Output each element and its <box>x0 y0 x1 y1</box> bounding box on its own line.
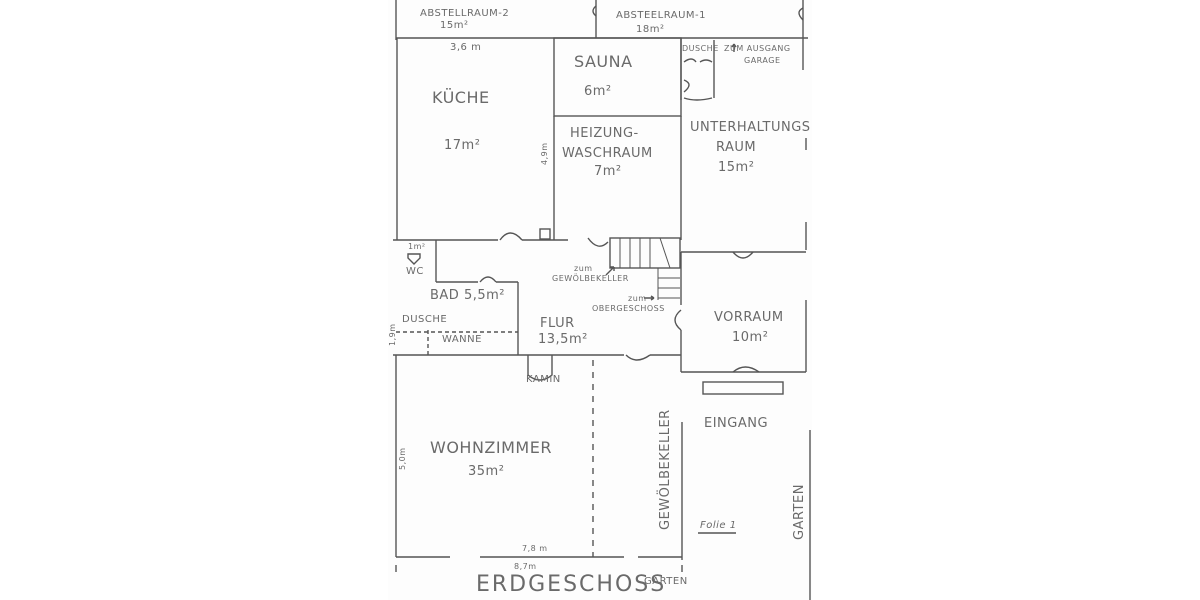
room-label-kueche: KÜCHE <box>432 88 490 107</box>
label-eingang: EINGANG <box>704 416 769 431</box>
dim-bad-height: 1,9m <box>388 323 397 346</box>
annotation-zum-keller-2: GEWÖLBEKELLER <box>552 274 629 283</box>
room-area-unterhaltung: 15m² <box>718 160 755 175</box>
label-garten-right: GARTEN <box>792 484 807 540</box>
room-label-flur: FLUR <box>540 316 575 331</box>
room-area-kueche: 17m² <box>444 138 481 153</box>
room-label-abstellraum1: ABSTEELRAUM-1 <box>616 10 706 21</box>
room-label-wanne: WANNE <box>442 334 482 345</box>
room-area-vorraum: 10m² <box>732 330 769 345</box>
room-area-flur: 13,5m² <box>538 332 588 347</box>
room-label-vorraum: VORRAUM <box>714 310 784 325</box>
dim-kueche-height: 4,9m <box>540 142 549 165</box>
room-label-wohnzimmer: WOHNZIMMER <box>430 438 552 457</box>
room-label-dusche-top: DUSCHE <box>682 44 719 53</box>
room-label-garage: GARAGE <box>744 56 781 65</box>
annotation-zum-og-2: OBERGESCHOSS <box>592 304 665 313</box>
room-label-bad: BAD 5,5m² <box>430 288 506 303</box>
dim-kueche-width: 3,6 m <box>450 42 482 53</box>
room-label-heizung: HEIZUNG- <box>570 126 639 141</box>
dim-wohn-width: 7,8 m <box>522 544 548 553</box>
room-label-abstellraum2: ABSTELLRAUM-2 <box>420 8 510 19</box>
label-garten-bottom: GARTEN <box>644 576 688 587</box>
annotation-zum-keller-1: zum <box>574 264 593 273</box>
annotation-zum-og-1: zum <box>628 294 647 303</box>
room-area-abstellraum2: 15m² <box>440 20 469 31</box>
label-kamin: KAMIN <box>526 374 561 385</box>
room-label-waschraum: WASCHRAUM <box>562 146 653 161</box>
page-title: ERDGESCHOSS <box>476 572 667 597</box>
room-label-unterhaltung: UNTERHALTUNGS <box>690 120 811 135</box>
label-gewoelbekeller: GEWÖLBEKELLER <box>658 409 673 530</box>
room-label-ausgang: ZUM AUSGANG <box>724 44 791 53</box>
room-area-abstellraum1: 18m² <box>636 24 665 35</box>
floor-plan-walls <box>393 0 811 600</box>
room-label-raum: RAUM <box>716 140 757 155</box>
room-label-wc: WC <box>406 266 424 277</box>
room-label-dusche-bad: DUSCHE <box>402 314 448 325</box>
room-label-sauna: SAUNA <box>574 52 633 71</box>
floor-plan-sheet: ABSTELLRAUM-2 15m² ABSTEELRAUM-1 18m² 3,… <box>388 0 812 600</box>
dim-wohn-height: 5,0m <box>398 447 407 470</box>
dim-total-width: 8,7m <box>514 562 537 571</box>
room-area-sauna: 6m² <box>584 84 612 99</box>
room-area-heizung: 7m² <box>594 164 622 179</box>
sheet-label: Folie 1 <box>700 520 737 531</box>
room-area-wohnzimmer: 35m² <box>468 464 505 479</box>
room-area-wc: 1m² <box>408 242 426 251</box>
